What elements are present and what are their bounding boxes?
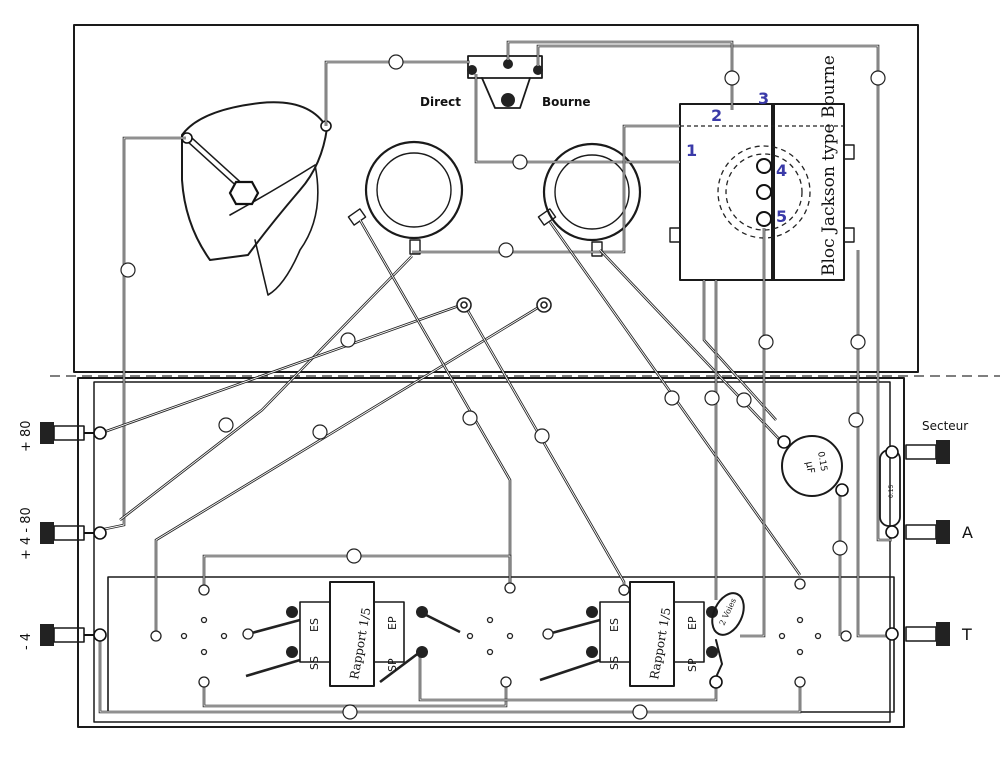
direct-label: Direct (420, 95, 461, 109)
transformer-2-ratio: Rapport 1/5 (647, 606, 673, 680)
terminal-plus-4-80[interactable] (40, 522, 107, 544)
left-terminals[interactable]: + 80 + 4 - 80 - 4 (19, 420, 107, 650)
direct-bourne-switch[interactable]: Direct Bourne (420, 55, 591, 109)
t2-ep: EP (686, 616, 699, 630)
label-a: A (962, 523, 973, 542)
bloc-jackson[interactable]: Bloc Jackson type Bourne (669, 55, 855, 281)
callout-4: 4 (776, 161, 787, 180)
t1-sp: SP (386, 658, 399, 672)
variable-capacitor (181, 101, 332, 296)
terminal-holes (150, 578, 852, 688)
right-terminals[interactable]: Secteur A T (885, 419, 973, 646)
callout-5: 5 (776, 207, 787, 226)
panel-screws (456, 297, 552, 313)
terminal-plus-80[interactable] (40, 422, 107, 444)
jack-socket-center[interactable] (756, 184, 772, 200)
callouts: 1 2 3 4 5 (686, 89, 787, 226)
transformer-1: Rapport 1/5 ES EP SS SP (286, 581, 428, 687)
fixed-capacitor: 0.15 μF (777, 435, 849, 497)
t1-ep: EP (386, 616, 399, 630)
capacitor-value: 0.15 (815, 451, 828, 472)
callout-2: 2 (711, 106, 722, 125)
t2-es: ES (608, 618, 621, 632)
jack-socket-5[interactable] (756, 211, 772, 227)
small-cap-value: 0.15 (888, 484, 895, 498)
capacitor-knob-icon[interactable] (228, 180, 260, 206)
t1-ss: SS (308, 656, 321, 670)
coil-left (347, 140, 464, 255)
callout-1: 1 (686, 141, 697, 160)
top-panel (73, 24, 919, 373)
two-way-switch[interactable]: 2 Voies (706, 588, 750, 689)
label-plus-4-80: + 4 - 80 (19, 507, 34, 560)
t1-es: ES (308, 618, 321, 632)
label-plus-80: + 80 (19, 420, 34, 452)
label-minus-4: - 4 (19, 633, 34, 650)
terminal-strip (107, 576, 895, 713)
transformer-1-ratio: Rapport 1/5 (347, 606, 373, 680)
label-secteur: Secteur (922, 419, 968, 433)
terminal-secteur[interactable] (885, 440, 950, 464)
terminal-minus-4[interactable] (40, 624, 107, 646)
label-t: T (961, 625, 972, 644)
terminal-t[interactable] (885, 622, 950, 646)
capacitor-unit: μF (803, 461, 816, 475)
base-board (77, 377, 905, 728)
jack-socket-4[interactable] (756, 158, 772, 174)
coil-right (537, 142, 642, 257)
bloc-jackson-label: Bloc Jackson type Bourne (819, 55, 839, 276)
bourne-label: Bourne (542, 95, 591, 109)
wires (98, 40, 892, 714)
t2-ss: SS (608, 656, 621, 670)
switch-label: 2 Voies (718, 597, 738, 627)
terminal-a[interactable] (885, 520, 950, 544)
transformer-2: Rapport 1/5 ES EP SS SP (586, 581, 718, 687)
wire-markers (120, 54, 886, 720)
t2-sp: SP (686, 658, 699, 672)
callout-3: 3 (758, 89, 769, 108)
